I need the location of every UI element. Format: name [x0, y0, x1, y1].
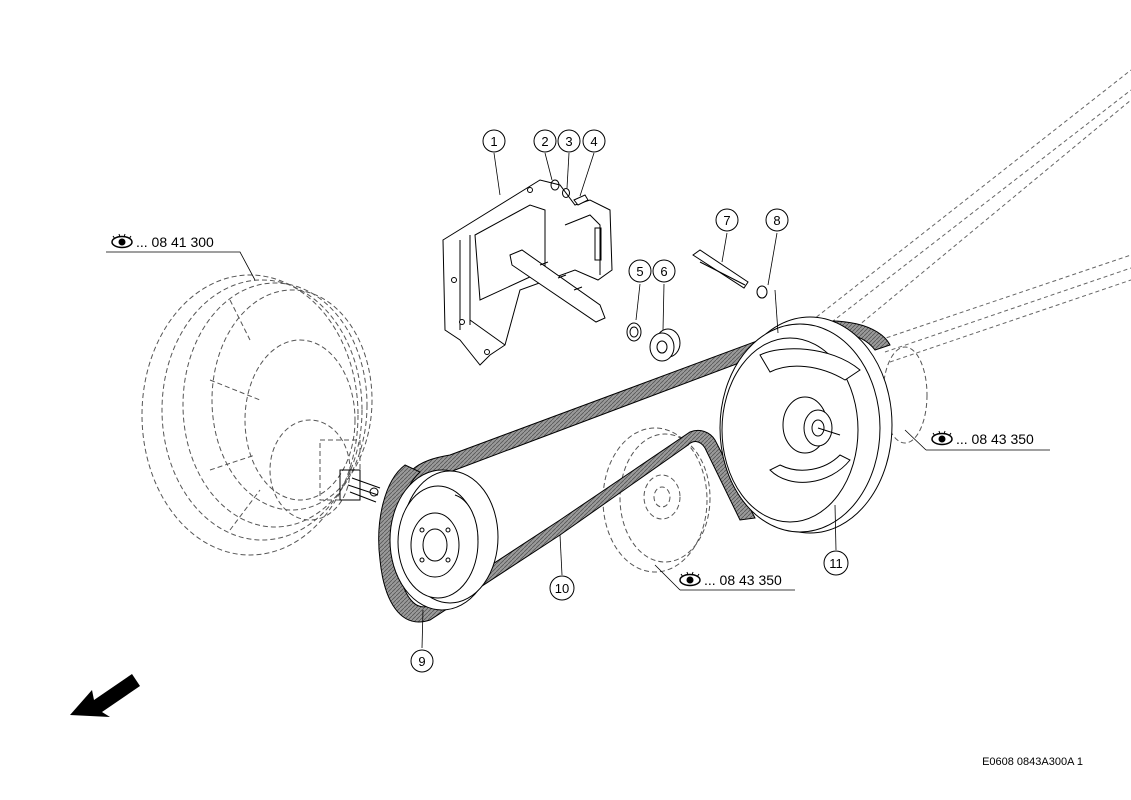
- ghost-shaft-end: [339, 469, 381, 503]
- tensioner-roller-6: [649, 328, 681, 362]
- callout-3: 3: [557, 129, 581, 153]
- svg-text:6: 6: [660, 264, 667, 279]
- svg-text:2: 2: [541, 134, 548, 149]
- svg-text:... 08 43 350: ... 08 43 350: [704, 572, 782, 588]
- reference-08-43-350-right[interactable]: ... 08 43 350: [931, 430, 1034, 447]
- callout-1: 1: [482, 129, 506, 153]
- eye-icon: [679, 571, 701, 587]
- callout-2: 2: [533, 129, 557, 153]
- leader-lines: [106, 152, 1050, 649]
- bolt-7: [692, 249, 749, 289]
- callout-5: 5: [628, 259, 652, 283]
- drive-pulley-9: [389, 469, 499, 611]
- svg-text:4: 4: [590, 134, 597, 149]
- callout-11: 11: [823, 550, 849, 576]
- svg-text:8: 8: [773, 213, 780, 228]
- svg-text:... 08 41 300: ... 08 41 300: [136, 234, 214, 250]
- ghost-large-wheel: [141, 274, 373, 556]
- svg-text:7: 7: [723, 213, 730, 228]
- washer-2: [550, 179, 560, 191]
- svg-text:11: 11: [829, 556, 843, 571]
- nut-8: [756, 285, 768, 299]
- washer-3: [562, 188, 570, 198]
- eye-icon: [931, 430, 953, 446]
- tensioner-shaft: [509, 249, 606, 323]
- callout-8: 8: [765, 208, 789, 232]
- svg-text:3: 3: [565, 134, 572, 149]
- svg-text:10: 10: [555, 581, 569, 596]
- drawing-code: E0608 0843A300A 1: [982, 756, 1083, 768]
- callout-7: 7: [715, 208, 739, 232]
- svg-text:9: 9: [418, 654, 425, 669]
- reference-08-41-300[interactable]: ... 08 41 300: [111, 233, 214, 250]
- svg-text:5: 5: [636, 264, 643, 279]
- callout-4: 4: [582, 129, 606, 153]
- bolt-4: [573, 194, 589, 206]
- callout-6: 6: [652, 259, 676, 283]
- ghost-long-belts: [799, 69, 1131, 363]
- washer-5: [626, 322, 642, 342]
- svg-text:1: 1: [490, 134, 497, 149]
- eye-icon: [111, 233, 133, 249]
- reference-08-43-350-bottom[interactable]: ... 08 43 350: [679, 571, 782, 588]
- ghost-small-pulley: [602, 427, 711, 573]
- driven-pulley-11: [719, 316, 893, 534]
- callout-10: 10: [549, 575, 575, 601]
- arrow-down-left-icon: [70, 674, 140, 717]
- svg-text:... 08 43 350: ... 08 43 350: [956, 431, 1034, 447]
- callout-9: 9: [410, 649, 434, 673]
